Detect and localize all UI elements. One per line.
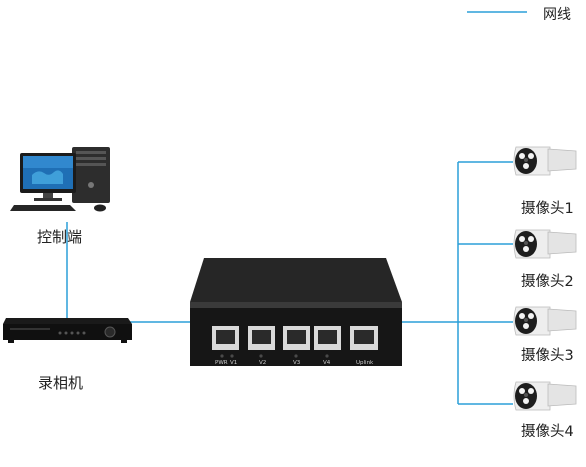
- port-label-v3: V3: [293, 360, 301, 366]
- port-label-uplink: Uplink: [356, 360, 374, 366]
- camera-3-label: 摄像头3: [521, 348, 574, 364]
- bullet-camera-icon: [513, 229, 577, 259]
- camera-2: [510, 224, 578, 268]
- camera-4: [510, 376, 578, 420]
- network-switch-icon: PWR V1 V2 V3 V4 Uplink: [190, 258, 402, 366]
- camera-2-label: 摄像头2: [521, 274, 574, 290]
- bullet-camera-icon: [513, 381, 577, 411]
- desktop-computer-icon: [10, 147, 110, 212]
- camera-4-label: 摄像头4: [521, 424, 574, 440]
- camera-1-label: 摄像头1: [521, 201, 574, 217]
- port-label-v2: V2: [259, 360, 266, 366]
- port-label-v1: V1: [230, 360, 237, 366]
- port-label-v4: V4: [323, 360, 331, 366]
- ethernet-ports: [212, 326, 378, 350]
- control-label: 控制端: [37, 228, 83, 246]
- recorder-label: 录相机: [38, 374, 84, 392]
- bullet-camera-icon: [513, 146, 577, 176]
- nvr-recorder-icon: [3, 318, 132, 343]
- legend-label: 网线: [543, 7, 571, 23]
- port-label-pwr: PWR: [215, 360, 228, 366]
- camera-1: [510, 141, 578, 185]
- bullet-camera-icon: [513, 306, 577, 336]
- camera-3: [510, 301, 578, 345]
